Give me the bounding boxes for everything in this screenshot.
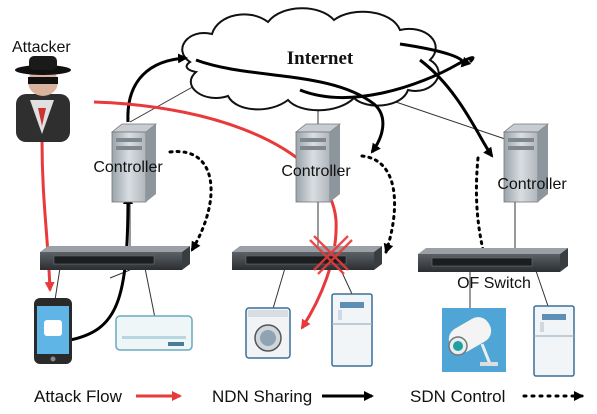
refrigerator-icon [533, 305, 575, 377]
controller-3-label: Controller [497, 176, 567, 193]
sdn-control-arrows [168, 150, 489, 264]
network-switch-icon [40, 246, 190, 270]
server-icon [502, 123, 550, 203]
network-switch-icon [418, 248, 568, 272]
controller-1-label: Controller [93, 159, 163, 176]
blocked-x-icon [309, 235, 353, 275]
refrigerator-icon [331, 293, 373, 367]
server-icon [110, 123, 158, 203]
network-links [54, 79, 549, 319]
smartphone-icon [34, 298, 72, 364]
controller-2-label: Controller [281, 163, 351, 180]
washing-machine-icon [245, 307, 291, 359]
attack-flow-arrows [40, 100, 338, 330]
legend-attack-flow-label: Attack Flow [34, 387, 123, 406]
ndn-sharing-arrows [69, 42, 494, 342]
switch-label: OF Switch [457, 275, 531, 292]
legend: Attack Flow NDN Sharing SDN Control [34, 387, 584, 406]
air-conditioner-icon [115, 315, 193, 351]
legend-ndn-sharing-label: NDN Sharing [212, 387, 312, 406]
internet-label: Internet [287, 48, 354, 69]
server-icon [294, 123, 342, 203]
attacker-icon [15, 56, 71, 142]
network-switch-icon [232, 246, 382, 270]
legend-sdn-control-label: SDN Control [410, 387, 505, 406]
security-camera-icon [442, 308, 506, 372]
attacker-label: Attacker [12, 39, 71, 56]
internet-cloud: Internet [181, 7, 440, 112]
